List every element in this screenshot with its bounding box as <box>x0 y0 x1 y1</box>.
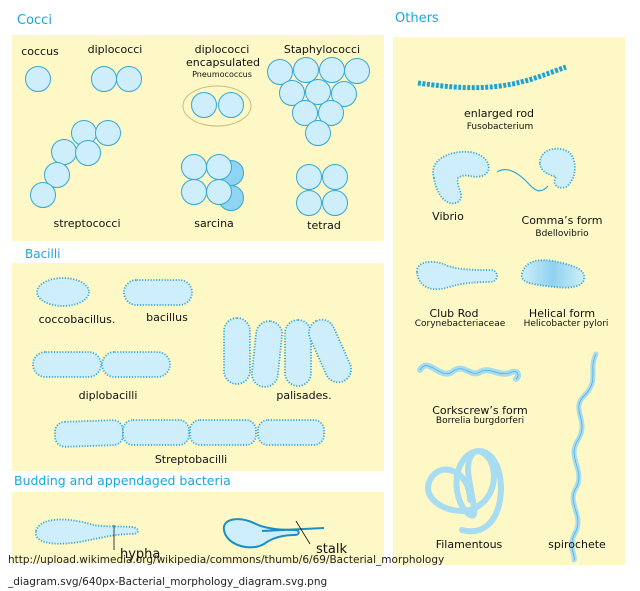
corkscrew-form-label: Corkscrew’s form <box>432 404 528 417</box>
streptococci-label: streptococci <box>53 217 121 230</box>
source-url-line-1: http://upload.wikimedia.org/wikipedia/co… <box>8 554 445 566</box>
bacillus-label: bacillus <box>146 311 188 324</box>
borrelia-label: Borrelia burgdorferi <box>435 416 525 426</box>
comma-form-label: Comma’s form <box>521 214 603 227</box>
palisades-label: palisades. <box>276 389 332 402</box>
coccus-label: coccus <box>21 45 59 58</box>
others-heading: Others <box>395 11 439 26</box>
tetrad-label: tetrad <box>307 219 341 232</box>
fusobacterium-label: Fusobacterium <box>466 122 534 132</box>
source-url-line-2: _diagram.svg/640px-Bacterial_morphology_… <box>8 576 328 588</box>
club-rod-label: Club Rod <box>429 307 479 320</box>
cocci-heading: Cocci <box>17 13 52 28</box>
pneumococcus-label: Pneumococcus <box>192 70 252 79</box>
hypha-label: hypha <box>120 547 161 562</box>
coccobacillus-label: coccobacillus. <box>38 313 116 326</box>
diplobacilli-label: diplobacilli <box>78 389 138 402</box>
bdellovibrio-label: Bdellovibrio <box>535 229 589 239</box>
sarcina-label: sarcina <box>194 217 234 230</box>
bacilli-panel <box>12 263 384 471</box>
helical-form-label: Helical form <box>528 307 596 320</box>
streptobacilli-label: Streptobacilli <box>154 453 228 466</box>
enlarged-rod-label: enlarged rod <box>463 107 535 120</box>
diplococci-label: diplococci <box>87 43 143 56</box>
filamentous-label: Filamentous <box>435 538 503 551</box>
spirochete-label: spirochete <box>548 538 606 551</box>
stalk-label: stalk <box>316 542 347 557</box>
bacilli-heading: Bacilli <box>25 247 61 261</box>
helicobacter-pylori-label: Helicobacter pylori <box>523 319 609 329</box>
diplococci-encapsulated-label: diplococci <box>194 43 250 56</box>
corynebacteriaceae-label: Corynebacteriaceae <box>414 319 506 329</box>
vibrio-label: Vibrio <box>432 210 464 223</box>
budding-heading: Budding and appendaged bacteria <box>14 473 231 488</box>
diplococci-encapsulated-label-2: encapsulated <box>185 56 261 69</box>
staphylococci-label: Staphylococci <box>283 43 361 56</box>
